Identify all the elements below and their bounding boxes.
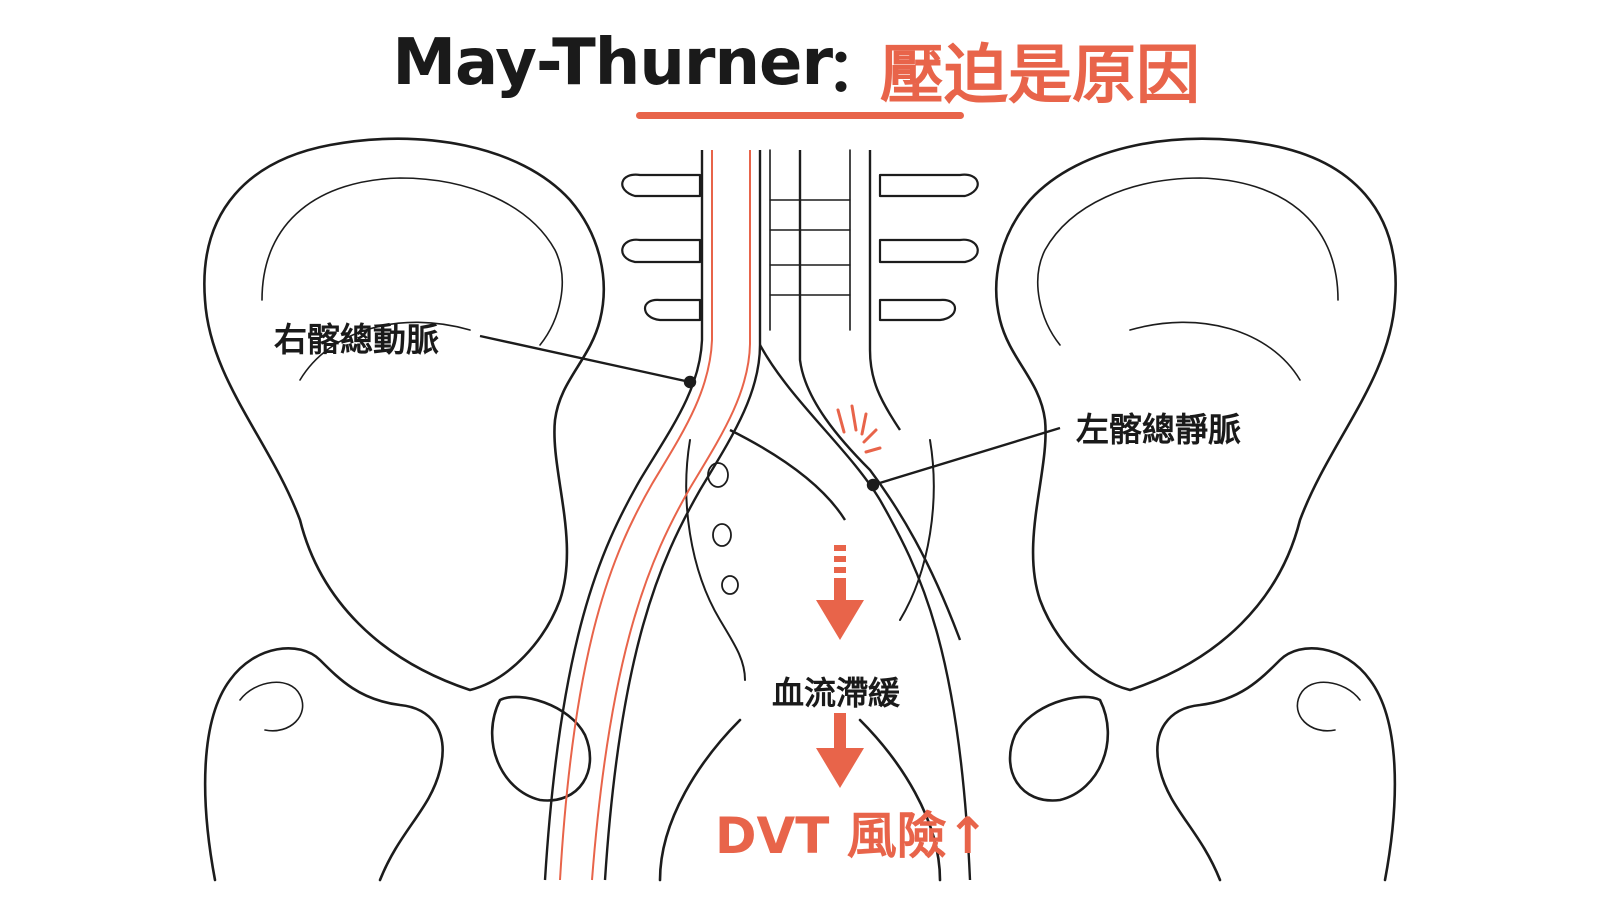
right-femur-head (239, 681, 304, 732)
left-iliac-fossa (1037, 177, 1339, 381)
left-obturator-foramen (1008, 695, 1110, 802)
compression-lines-icon (836, 404, 882, 454)
title-row: May-Thurner ： 壓迫是原因 (0, 10, 1600, 120)
right-iliac-wing (203, 137, 606, 692)
left-common-iliac-artery (729, 344, 972, 881)
label-blood-flow-slows: 血流滯緩 (772, 674, 901, 712)
sacrum (685, 439, 935, 681)
label-dvt-risk: DVT 風險↑ (715, 796, 989, 868)
sacral-foramina (707, 462, 739, 595)
vein-leader-dot (866, 478, 880, 492)
lumbar-vertebrae (621, 149, 979, 331)
right-obturator-foramen (490, 695, 592, 802)
left-femur (1156, 647, 1397, 882)
vein-leader-line (872, 426, 1061, 487)
down-arrow-icon-2 (816, 713, 864, 788)
down-arrow-icon (816, 545, 864, 640)
left-iliac-wing (994, 137, 1397, 692)
label-right-common-iliac-artery: 右髂總動脈 (274, 320, 439, 359)
dvt-risk-text: DVT 風險 (715, 807, 947, 865)
right-femur (203, 647, 444, 882)
leader-lines (479, 334, 1061, 492)
left-femur-head (1296, 681, 1361, 732)
artery-leader-line (479, 334, 691, 384)
title-underline (636, 112, 964, 119)
title-english: May-Thurner (392, 26, 833, 100)
left-common-iliac-vein (798, 150, 962, 641)
title-colon: ： (826, 36, 886, 106)
up-arrow-icon: ↑ (946, 807, 989, 865)
title-chinese: 壓迫是原因 (880, 39, 1200, 113)
artery-leader-dot (683, 375, 697, 389)
right-iliac-fossa (261, 177, 563, 381)
pubic-symphysis (658, 718, 942, 882)
right-common-iliac-artery (543, 150, 762, 881)
label-left-common-iliac-vein: 左髂總靜脈 (1076, 410, 1241, 449)
